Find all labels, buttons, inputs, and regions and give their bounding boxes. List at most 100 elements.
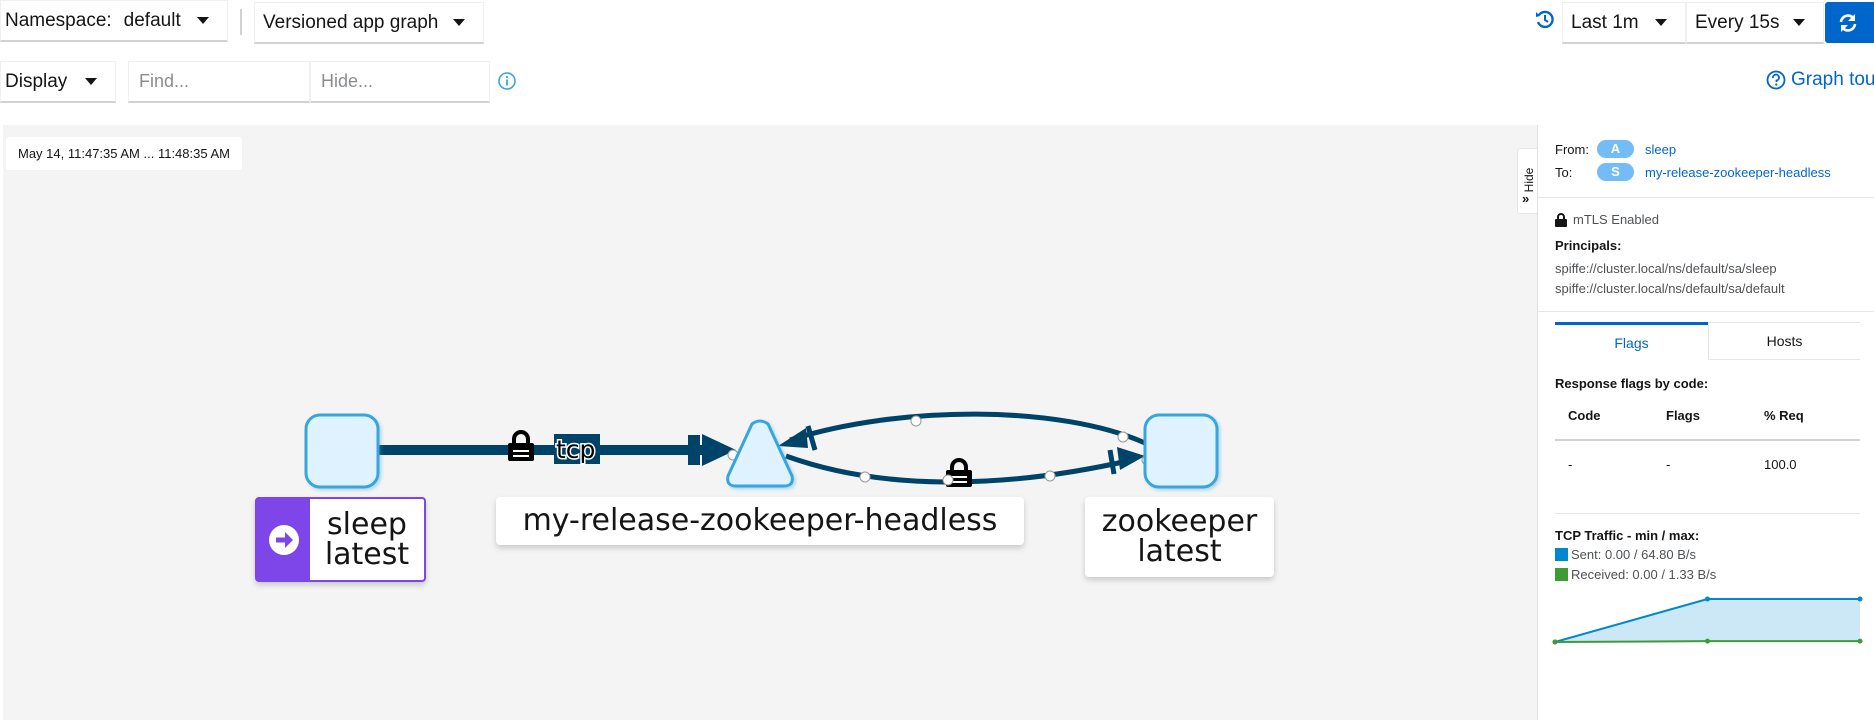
tcp-label-bg xyxy=(554,434,600,464)
data-point-sent-1 xyxy=(1705,596,1710,602)
tab-hosts-label: Hosts xyxy=(1766,333,1803,349)
cell-flags: - xyxy=(1666,457,1671,472)
series-area-sent xyxy=(1555,599,1860,642)
legend-swatch-sent xyxy=(1555,548,1568,561)
time-range-label: May 14, 11:47:35 AM ... 11:48:35 AM xyxy=(6,137,242,170)
duration-value: Last 1m xyxy=(1571,11,1639,33)
column-header-req: % Req xyxy=(1764,408,1804,423)
to-label: To: xyxy=(1555,164,1573,180)
column-header-code: Code xyxy=(1568,408,1601,423)
divider xyxy=(1538,197,1874,198)
data-point-received-1 xyxy=(1705,638,1710,644)
chevron-down-icon xyxy=(1655,19,1667,26)
service-badge-s: S xyxy=(1597,163,1634,181)
principals-label: Principals: xyxy=(1555,238,1622,253)
tcp-traffic-chart xyxy=(1552,596,1863,645)
graph-canvas[interactable] xyxy=(3,125,1537,720)
node-headless[interactable] xyxy=(726,419,794,488)
graph-type-dropdown[interactable]: Versioned app graph xyxy=(254,2,484,44)
help-icon xyxy=(1766,70,1786,90)
legend-swatch-received xyxy=(1555,568,1568,581)
edge-arrowhead xyxy=(1117,447,1145,470)
from-link[interactable]: sleep xyxy=(1645,141,1677,157)
history-icon[interactable] xyxy=(1534,9,1556,31)
edge-protocol-label: tcp xyxy=(556,435,595,464)
duration-dropdown[interactable]: Last 1m xyxy=(1562,2,1686,44)
tab-flags[interactable]: Flags xyxy=(1555,322,1708,360)
node-sleep[interactable] xyxy=(304,413,380,489)
table-header-divider xyxy=(1555,439,1860,441)
node-label-line1: sleep xyxy=(327,506,407,542)
principal-item: spiffe://cluster.local/ns/default/sa/sle… xyxy=(1555,261,1777,276)
edge-zookeeper-to-headless[interactable] xyxy=(789,411,1147,446)
chevron-down-icon xyxy=(197,17,209,24)
node-label-line1: my-release-zookeeper-headless xyxy=(522,503,998,538)
tcp-traffic-title: TCP Traffic - min / max: xyxy=(1555,528,1700,543)
principal-item: spiffe://cluster.local/ns/default/sa/def… xyxy=(1555,281,1785,296)
divider xyxy=(1538,311,1874,312)
info-icon[interactable] xyxy=(497,71,517,91)
lock-icon xyxy=(1555,212,1567,227)
from-row: From: A sleep xyxy=(1555,140,1874,158)
hide-input[interactable] xyxy=(310,61,490,103)
data-point-received-2 xyxy=(1857,638,1863,644)
tab-flags-label: Flags xyxy=(1614,334,1649,351)
edge-handle xyxy=(910,415,922,427)
node-label-headless[interactable]: my-release-zookeeper-headless xyxy=(496,497,1024,545)
summary-panel: From: A sleep To: S my-release-zookeeper… xyxy=(1537,125,1874,720)
node-label-line1: zookeeper xyxy=(1101,504,1258,539)
edge-arrowhead xyxy=(778,428,808,448)
chevron-down-icon xyxy=(85,78,97,85)
namespace-label: Namespace: xyxy=(5,9,112,31)
find-input[interactable] xyxy=(128,61,310,103)
namespace-dropdown[interactable]: Namespace: default xyxy=(0,0,228,42)
refresh-icon xyxy=(1837,12,1859,39)
node-label-zookeeper[interactable]: zookeeper latest xyxy=(1085,497,1274,577)
chevron-down-icon xyxy=(453,19,465,26)
chevron-down-icon xyxy=(1793,19,1805,26)
edge-handle xyxy=(859,471,871,483)
legend-received-label: Received: 0.00 / 1.33 B/s xyxy=(1571,567,1717,582)
edge-bar-marker xyxy=(688,435,700,465)
edge-bar-marker xyxy=(805,425,818,451)
cell-req: 100.0 xyxy=(1764,457,1797,472)
legend-received: Received: 0.00 / 1.33 B/s xyxy=(1555,567,1716,582)
data-point-sent-2 xyxy=(1857,596,1863,602)
edge-handle xyxy=(1117,431,1129,443)
edge-arrowhead xyxy=(702,434,736,466)
tab-hosts[interactable]: Hosts xyxy=(1708,322,1860,360)
refresh-interval-value: Every 15s xyxy=(1695,11,1780,33)
arrow-circle-right-icon xyxy=(268,524,300,556)
refresh-button[interactable] xyxy=(1825,2,1874,43)
from-label: From: xyxy=(1555,141,1589,157)
node-label-sleep[interactable]: sleep latest xyxy=(255,497,426,582)
to-link[interactable]: my-release-zookeeper-headless xyxy=(1645,164,1831,180)
mtls-label: mTLS Enabled xyxy=(1573,212,1659,227)
node-zookeeper[interactable] xyxy=(1143,413,1219,489)
hide-panel-tab[interactable]: Hide » xyxy=(1517,148,1538,214)
node-label-line2: latest xyxy=(1137,534,1222,569)
graph-type-value: Versioned app graph xyxy=(263,11,439,33)
graph-svg: tcp xyxy=(304,411,1219,489)
toolbar-divider xyxy=(240,9,242,35)
data-point-received-0 xyxy=(1552,639,1558,645)
legend-sent: Sent: 0.00 / 64.80 B/s xyxy=(1555,547,1696,562)
cell-code: - xyxy=(1568,457,1573,472)
legend-sent-label: Sent: 0.00 / 64.80 B/s xyxy=(1571,547,1697,562)
display-dropdown[interactable]: Display xyxy=(0,61,116,103)
namespace-value: default xyxy=(123,9,181,31)
divider xyxy=(1555,513,1860,514)
mtls-row: mTLS Enabled xyxy=(1555,212,1659,227)
refresh-interval-dropdown[interactable]: Every 15s xyxy=(1686,2,1824,44)
graph-tour-label: Graph tour xyxy=(1791,69,1874,90)
edge-handle xyxy=(942,474,954,486)
edge-handle xyxy=(1044,470,1056,482)
app-badge xyxy=(257,499,310,580)
response-flags-title: Response flags by code: xyxy=(1555,376,1709,391)
lock-icon xyxy=(508,430,534,461)
edge-bar-marker xyxy=(1107,449,1117,475)
app-badge-a: A xyxy=(1597,140,1634,158)
node-label-line2: latest xyxy=(324,536,410,572)
display-label: Display xyxy=(5,70,68,92)
graph-tour-link[interactable]: Graph tour xyxy=(1766,69,1874,91)
